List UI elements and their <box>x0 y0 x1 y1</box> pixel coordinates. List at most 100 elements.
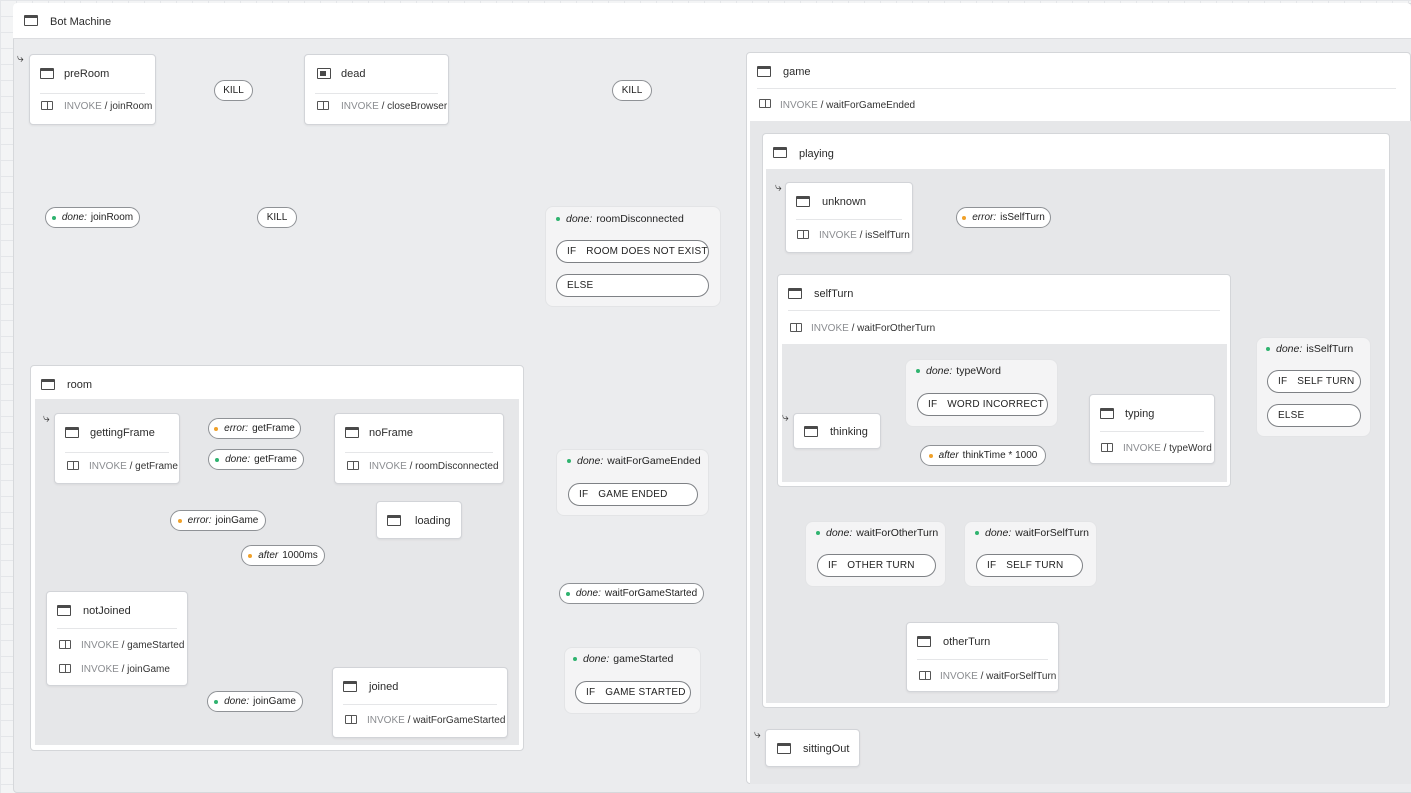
event: waitForOtherTurn <box>856 527 939 539</box>
done-dot <box>916 369 920 373</box>
book-icon <box>797 230 809 239</box>
transition-error-getFrame[interactable]: error:getFrame <box>208 418 301 439</box>
state-title: noFrame <box>369 427 414 439</box>
invoke-label: INVOKE / gameStarted <box>81 640 185 651</box>
state-thinking[interactable]: thinking <box>793 413 881 449</box>
state-title: loading <box>415 515 451 527</box>
window-icon <box>65 427 79 438</box>
divider <box>343 704 497 705</box>
window-icon <box>1100 408 1114 419</box>
if-prefix: IF <box>586 687 596 698</box>
kind: done: <box>61 212 87 223</box>
transition-done-waitForGameStarted[interactable]: done:waitForGameStarted <box>559 583 704 604</box>
kind: done: <box>225 454 251 465</box>
event: thinkTime * 1000 <box>962 450 1038 461</box>
transition-error-joinGame[interactable]: error:joinGame <box>170 510 266 531</box>
kind: done: <box>566 213 593 225</box>
window-icon <box>345 427 359 438</box>
transition-title: done:gameStarted <box>573 653 673 665</box>
invoke-prefix: INVOKE <box>89 461 127 472</box>
invoke-label: INVOKE / closeBrowser <box>341 101 448 112</box>
window-icon <box>788 288 802 299</box>
invoke-label: INVOKE / isSelfTurn <box>819 230 910 241</box>
machine-header: Bot Machine <box>13 3 1411 39</box>
invoke-name: getFrame <box>135 461 178 472</box>
after-dot <box>928 453 933 458</box>
state-sittingOut[interactable]: sittingOut <box>765 729 860 767</box>
invoke-prefix: INVOKE <box>369 461 407 472</box>
state-typing[interactable]: typing INVOKE / typeWord <box>1089 394 1215 464</box>
state-unknown[interactable]: unknown INVOKE / isSelfTurn <box>785 182 913 253</box>
transition-done-gameStarted[interactable]: done:gameStarted IF GAME STARTED <box>564 647 701 714</box>
state-gettingFrame[interactable]: gettingFrame INVOKE / getFrame <box>54 413 180 484</box>
invoke-name: waitForGameEnded <box>826 100 916 111</box>
invoke-label: INVOKE / waitForGameEnded <box>780 100 916 111</box>
state-title: sittingOut <box>803 743 850 755</box>
divider <box>40 93 145 94</box>
state-preRoom[interactable]: preRoom INVOKE / joinRoom <box>29 54 156 125</box>
guard-else[interactable]: ELSE <box>1267 404 1361 427</box>
book-icon <box>790 323 802 332</box>
invoke-label: INVOKE / typeWord <box>1123 443 1212 454</box>
invoke-label: INVOKE / roomDisconnected <box>369 461 499 472</box>
done-dot <box>567 459 571 463</box>
transition-done-joinGame[interactable]: done:joinGame <box>207 691 303 712</box>
invoke-label: INVOKE / joinGame <box>81 664 170 675</box>
state-otherTurn[interactable]: otherTurn INVOKE / waitForSelfTurn <box>906 622 1059 692</box>
state-notJoined[interactable]: notJoined INVOKE / gameStarted INVOKE / … <box>46 591 188 686</box>
window-icon <box>777 743 791 754</box>
transition-kill-room[interactable]: KILL <box>257 207 297 228</box>
kind: done: <box>575 588 601 599</box>
error-dot <box>177 518 182 523</box>
guard-text: SELF TURN <box>1297 376 1355 387</box>
state-dead[interactable]: dead INVOKE / closeBrowser <box>304 54 449 125</box>
window-icon <box>57 605 71 616</box>
guard-else[interactable]: ELSE <box>556 274 709 297</box>
transition-error-isSelfTurn[interactable]: error:isSelfTurn <box>956 207 1051 228</box>
kind: done: <box>1276 343 1303 355</box>
transition-done-joinRoom[interactable]: done:joinRoom <box>45 207 140 228</box>
done-dot <box>975 531 979 535</box>
guard-game-started[interactable]: IF GAME STARTED <box>575 681 691 704</box>
book-icon <box>1101 443 1113 452</box>
transition-done-getFrame[interactable]: done:getFrame <box>208 449 304 470</box>
invoke-name: typeWord <box>1169 443 1212 454</box>
transition-kill-preRoom[interactable]: KILL <box>214 80 253 101</box>
event: waitForGameEnded <box>607 455 701 467</box>
after-dot <box>248 553 253 558</box>
divider <box>757 88 1396 89</box>
state-joined[interactable]: joined INVOKE / waitForGameStarted <box>332 667 508 738</box>
state-noFrame[interactable]: noFrame INVOKE / roomDisconnected <box>334 413 504 484</box>
invoke-name: waitForOtherTurn <box>857 323 936 334</box>
invoke-prefix: INVOKE <box>780 100 818 111</box>
state-title: game <box>783 66 811 78</box>
invoke-name: joinRoom <box>110 101 153 112</box>
done-dot <box>51 215 56 220</box>
book-icon <box>919 671 931 680</box>
guard-text: GAME STARTED <box>605 687 686 698</box>
event: waitForGameStarted <box>604 588 698 599</box>
transition-title: done:isSelfTurn <box>1266 343 1353 355</box>
transition-kill-game[interactable]: KILL <box>612 80 652 101</box>
if-prefix: IF <box>828 560 838 571</box>
kind: error: <box>972 212 997 223</box>
state-loading[interactable]: loading <box>376 501 462 539</box>
book-icon <box>345 715 357 724</box>
event: getFrame <box>252 423 295 434</box>
book-icon <box>67 461 79 470</box>
book-icon <box>41 101 53 110</box>
